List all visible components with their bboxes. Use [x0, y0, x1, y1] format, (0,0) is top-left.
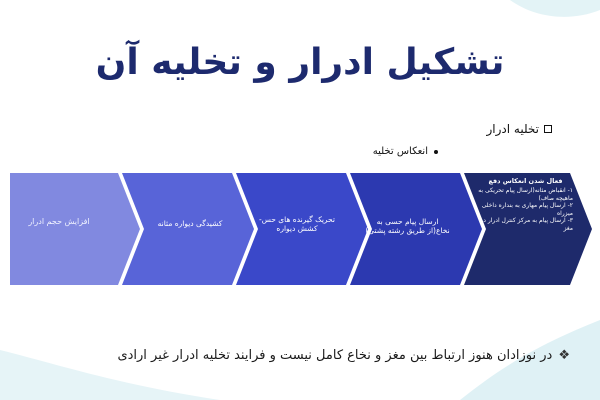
diamond-bullet-icon: ❖ [558, 348, 570, 363]
step-1-label: افزایش حجم ادرار [28, 217, 90, 226]
step-4-label: ارسال پیام حسی به نخاع(از طریق رشته پشتی… [365, 217, 450, 236]
step-5-line-1: ۱- انقباض مثانه(ارسال پیام تحریکی به ماه… [478, 187, 573, 202]
process-flow: افزایش حجم ادرار کشیدگی دیواره مثانه تحر… [0, 173, 600, 285]
bullet-level1-text: تخلیه ادرار [486, 122, 539, 136]
chevron-step-1 [10, 173, 140, 285]
step-2-label: کشیدگی دیواره مثانه [157, 219, 223, 228]
square-bullet-icon [544, 125, 552, 133]
chevron-step-3 [236, 173, 368, 285]
chevron-step-2 [122, 173, 254, 285]
step-5-line-3: ۳- ارسال پیام به مرکز کنترل ادرار در مغز [480, 217, 573, 232]
step-5-line-2: ۲- ارسال پیام مهاری به بنداره داخلی میزر… [481, 202, 573, 217]
footer-note: ❖ در نوزادان هنوز ارتباط بین مغز و نخاع … [10, 348, 570, 363]
dot-bullet-icon [434, 149, 438, 154]
step-5-content: فعال شدن انعکاس دفع ۱- انقباض مثانه(ارسا… [478, 177, 573, 232]
process-chevrons [10, 173, 592, 285]
decor-blob-bottom-left [0, 350, 220, 400]
bullet-level2: انعکاس تخلیه [373, 146, 438, 157]
bullet-level2-text: انعکاس تخلیه [372, 146, 428, 157]
bullet-list: تخلیه ادرار [252, 122, 552, 136]
slide-title: تشکیل ادرار و تخلیه آن [95, 42, 505, 83]
bullet-level1: تخلیه ادرار [252, 122, 552, 136]
footer-text: در نوزادان هنوز ارتباط بین مغز و نخاع کا… [117, 348, 553, 363]
step-3-label: تحریک گیرنده های حس- کشش دیواره [259, 215, 335, 234]
step-5-label: فعال شدن انعکاس دفع [488, 177, 563, 185]
chevron-step-5 [464, 173, 592, 285]
chevron-step-4 [350, 173, 482, 285]
